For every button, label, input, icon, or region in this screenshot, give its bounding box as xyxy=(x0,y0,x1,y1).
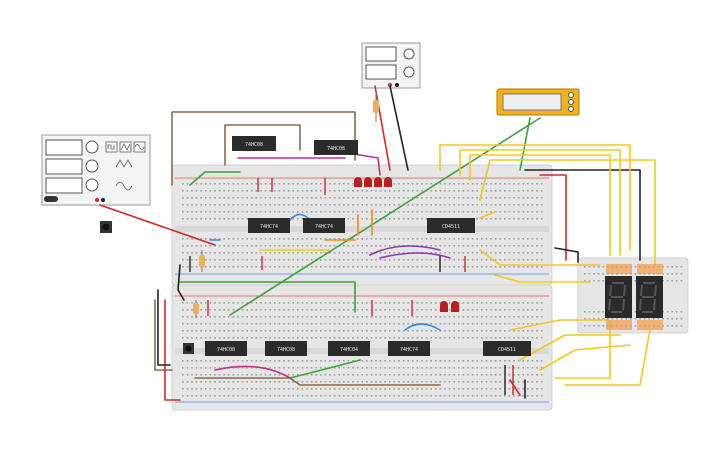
jumper-stubs xyxy=(189,178,514,395)
pushbutton[interactable] xyxy=(183,343,194,354)
chip-top-left[interactable]: 74HC08 xyxy=(232,136,276,151)
chip-label: 74HC08 xyxy=(217,347,235,353)
waveform-icon xyxy=(115,159,133,168)
seven-segment-display[interactable] xyxy=(605,264,663,330)
wires xyxy=(99,85,656,401)
chip-board2-c[interactable]: 74HC04 xyxy=(328,341,370,356)
led-group-top[interactable] xyxy=(354,177,392,187)
chip-label: CD4511 xyxy=(498,347,516,353)
chip-board1-c[interactable]: CD4511 xyxy=(427,218,475,233)
triangle-wave-icon[interactable] xyxy=(119,141,132,153)
chip-board2-b[interactable]: 74HC08 xyxy=(265,341,307,356)
chip-label: 74HC08 xyxy=(277,347,295,353)
square-wave-icon[interactable] xyxy=(105,141,118,153)
resistor[interactable] xyxy=(199,250,205,272)
function-generator[interactable] xyxy=(41,134,151,206)
chip-label: 74HC08 xyxy=(327,146,345,152)
dc-power-supply[interactable] xyxy=(361,42,421,89)
chip-label: 74HC74 xyxy=(400,347,418,353)
chip-label: CD4511 xyxy=(442,224,460,230)
breadboard-display[interactable] xyxy=(577,257,689,334)
chip-label: 74HC74 xyxy=(315,224,333,230)
chip-board2-d[interactable]: 74HC74 xyxy=(388,341,430,356)
chip-board1-a[interactable]: 74HC74 xyxy=(248,218,290,233)
waveform-icon xyxy=(115,181,133,191)
pushbutton[interactable] xyxy=(100,221,112,233)
chip-board2-e[interactable]: CD4511 xyxy=(483,341,531,356)
resistor[interactable] xyxy=(373,92,379,122)
chip-board2-a[interactable]: 74HC08 xyxy=(205,341,247,356)
chip-top-right[interactable]: 74HC08 xyxy=(314,140,358,155)
sine-wave-icon[interactable] xyxy=(133,141,146,153)
resistor[interactable] xyxy=(193,300,199,318)
chip-label: 74HC74 xyxy=(260,224,278,230)
multimeter[interactable] xyxy=(496,88,580,116)
led-group-bottom[interactable] xyxy=(440,301,459,312)
chip-label: 74HC04 xyxy=(340,347,358,353)
chip-label: 74HC08 xyxy=(245,142,263,148)
breadboard-top[interactable] xyxy=(171,164,553,286)
chip-board1-b[interactable]: 74HC74 xyxy=(303,218,345,233)
